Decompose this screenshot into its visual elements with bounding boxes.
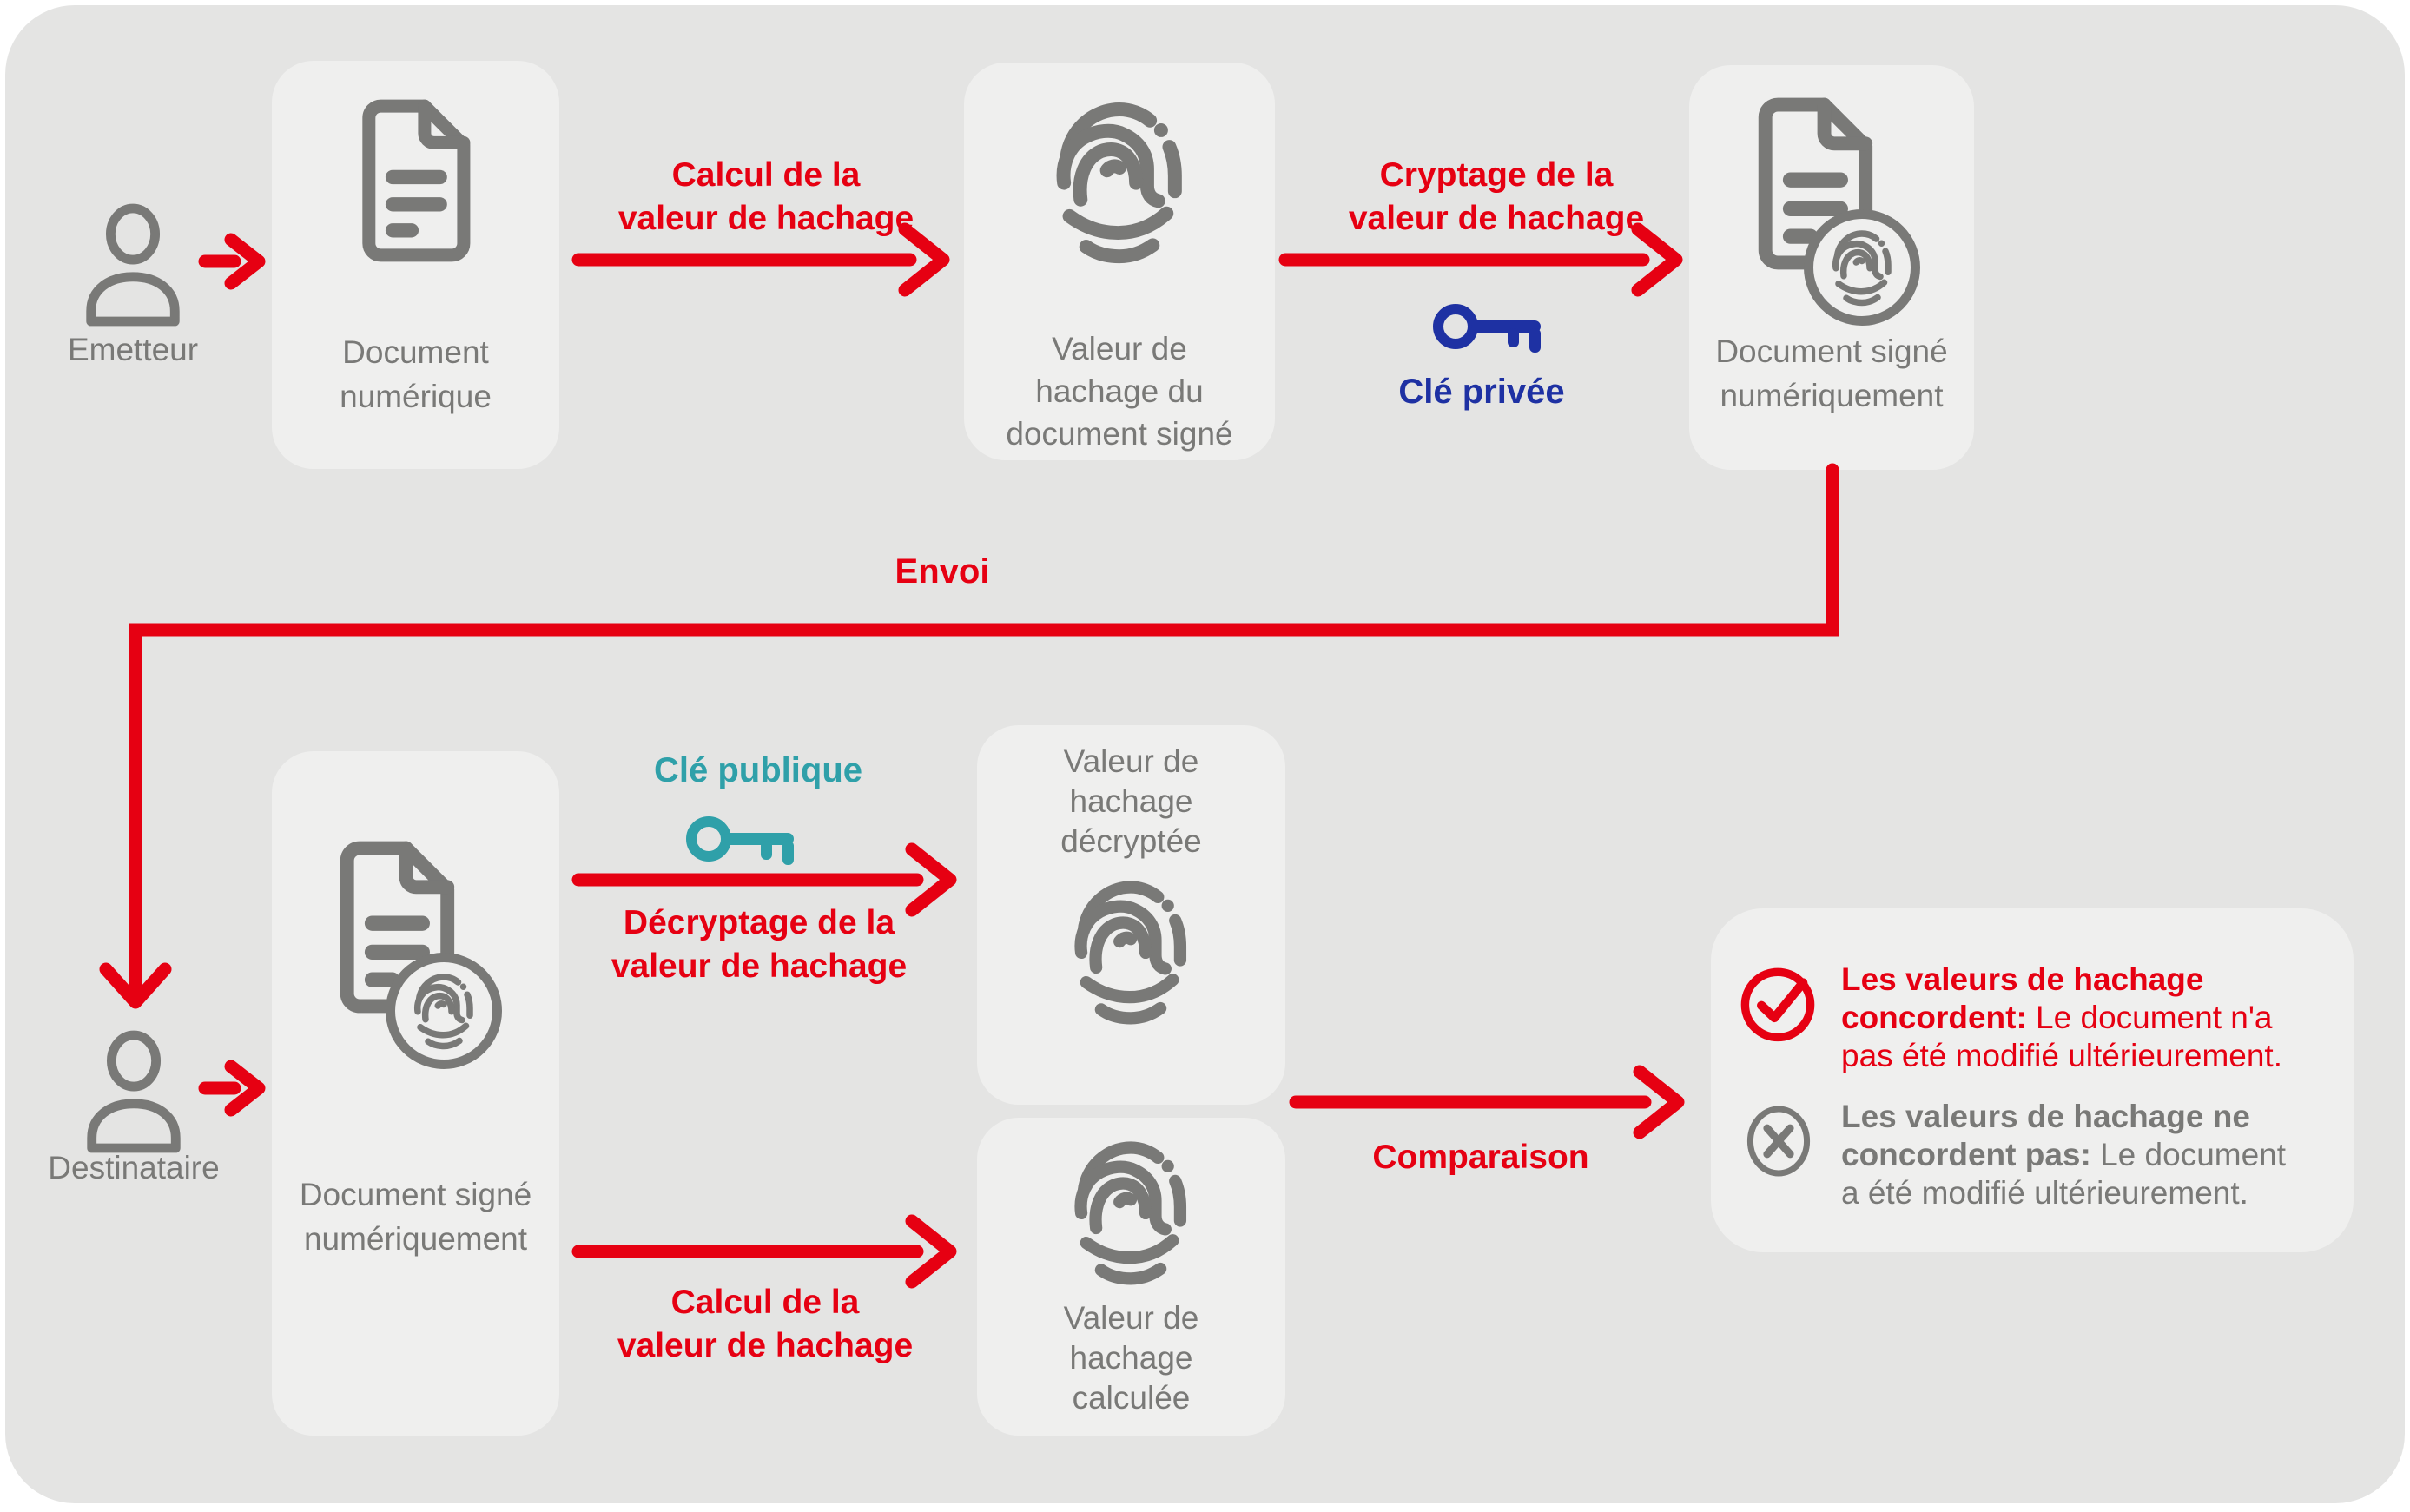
card-document-signe-top: Document signé numériquement bbox=[1689, 65, 1974, 470]
sender-label: Emetteur bbox=[67, 332, 199, 367]
result-line: Les valeurs de hachage bbox=[1841, 961, 2345, 999]
card-label-line: Valeur de bbox=[1063, 1300, 1199, 1336]
result-line: pas été modifié ultérieurement. bbox=[1841, 1037, 2345, 1075]
signed-document-icon bbox=[1745, 95, 1920, 326]
card-label: Document numérique bbox=[272, 330, 559, 419]
result-line: a été modifié ultérieurement. bbox=[1841, 1174, 2345, 1212]
label-line: valeur de hachage bbox=[617, 200, 914, 237]
arrow-decryptage-hachage bbox=[571, 842, 957, 917]
result-match-text: Les valeurs de hachage concordent: Le do… bbox=[1841, 961, 2345, 1075]
arrow-calcul-hachage-top bbox=[571, 222, 950, 297]
card-label-line: hachage bbox=[1069, 1340, 1193, 1376]
label-line: valeur de hachage bbox=[1348, 200, 1645, 237]
card-label-line: décryptée bbox=[1060, 823, 1202, 859]
label-calcul-hachage-top: Calcul de la valeur de hachage bbox=[592, 154, 940, 241]
result-mismatch-bold: Les valeurs de hachage ne bbox=[1841, 1099, 2250, 1134]
recipient-actor: Destinataire bbox=[48, 1028, 220, 1185]
result-match-bold: Les valeurs de hachage bbox=[1841, 961, 2204, 997]
label-cryptage-hachage: Cryptage de la valeur de hachage bbox=[1323, 154, 1670, 241]
result-match-rest: Le document n'a bbox=[2026, 1000, 2273, 1035]
check-circle-icon bbox=[1737, 962, 1819, 1044]
card-label: Valeur de hachage calculée bbox=[977, 1298, 1285, 1418]
card-label: Document signé numériquement bbox=[272, 1172, 559, 1261]
arrow-sender-to-document bbox=[198, 233, 266, 290]
card-label-line: numérique bbox=[340, 379, 492, 414]
x-circle-icon bbox=[1740, 1103, 1817, 1179]
card-label-line: Valeur de bbox=[1052, 331, 1187, 366]
card-label: Valeur de hachage décryptée bbox=[977, 742, 1285, 862]
arrow-cryptage-hachage bbox=[1278, 222, 1683, 297]
label-line: Décryptage de la bbox=[623, 904, 895, 941]
person-icon bbox=[76, 1028, 191, 1155]
card-label-line: hachage bbox=[1069, 783, 1193, 819]
arrow-comparaison bbox=[1289, 1065, 1685, 1139]
fingerprint-icon bbox=[410, 968, 478, 1053]
card-valeur-hachage-calculee: Valeur de hachage calculée bbox=[977, 1118, 1285, 1436]
result-line: Les valeurs de hachage ne bbox=[1841, 1098, 2345, 1136]
envoi-connector-arrow bbox=[99, 463, 1839, 1009]
label-line: Calcul de la bbox=[671, 156, 861, 194]
card-label-line: numériquement bbox=[303, 1221, 528, 1257]
card-label-line: calculée bbox=[1072, 1380, 1191, 1416]
card-label-line: Valeur de bbox=[1063, 743, 1199, 779]
fingerprint-icon bbox=[1061, 1132, 1200, 1292]
label-decryptage-hachage: Décryptage de la valeur de hachage bbox=[585, 901, 933, 988]
card-valeur-hachage-document-signe: Valeur de hachage du document signé bbox=[964, 63, 1275, 460]
person-icon bbox=[76, 201, 190, 328]
document-icon bbox=[350, 94, 480, 267]
label-line: Calcul de la bbox=[670, 1284, 860, 1321]
label-line: Cryptage de la bbox=[1379, 156, 1614, 194]
card-label-line: document signé bbox=[1006, 416, 1233, 452]
label-comparaison: Comparaison bbox=[1372, 1139, 1589, 1176]
card-label: Document signé numériquement bbox=[1689, 329, 1974, 418]
signed-document-icon bbox=[327, 838, 502, 1069]
card-label-line: Document bbox=[342, 334, 489, 370]
arrow-calcul-hachage-bottom bbox=[571, 1214, 957, 1289]
sender-actor: Emetteur bbox=[68, 201, 198, 367]
envoi-label: Envoi bbox=[895, 552, 990, 591]
private-key-icon bbox=[1433, 297, 1546, 356]
card-valeur-hachage-decryptee: Valeur de hachage décryptée bbox=[977, 725, 1285, 1105]
card-comparison-results: Les valeurs de hachage concordent: Le do… bbox=[1711, 908, 2354, 1252]
card-document-signe-bottom: Document signé numériquement bbox=[272, 751, 559, 1436]
fingerprint-icon bbox=[1047, 91, 1192, 272]
card-document-numerique: Document numérique bbox=[272, 61, 559, 469]
result-mismatch-rest: a été modifié ultérieurement. bbox=[1841, 1175, 2248, 1211]
result-mismatch-text: Les valeurs de hachage ne concordent pas… bbox=[1841, 1098, 2345, 1212]
label-line: valeur de hachage bbox=[617, 1327, 914, 1364]
fingerprint-icon bbox=[1828, 225, 1896, 310]
card-label-line: hachage du bbox=[1035, 373, 1204, 409]
fingerprint-icon bbox=[1061, 871, 1200, 1032]
public-key-label: Clé publique bbox=[654, 751, 862, 789]
result-match-rest: pas été modifié ultérieurement. bbox=[1841, 1038, 2282, 1073]
fingerprint-badge bbox=[386, 953, 502, 1069]
fingerprint-badge bbox=[1804, 209, 1920, 326]
card-label: Valeur de hachage du document signé bbox=[964, 327, 1275, 455]
card-label-line: Document signé bbox=[299, 1177, 532, 1212]
label-calcul-hachage-bottom: Calcul de la valeur de hachage bbox=[591, 1281, 939, 1368]
private-key-label: Clé privée bbox=[1398, 373, 1565, 411]
card-label-line: numériquement bbox=[1720, 378, 1944, 413]
result-match-bold: concordent: bbox=[1841, 1000, 2027, 1035]
arrow-recipient-to-document bbox=[198, 1060, 266, 1117]
result-mismatch-bold: concordent pas: bbox=[1841, 1137, 2091, 1172]
result-line: concordent: Le document n'a bbox=[1841, 999, 2345, 1037]
label-line: valeur de hachage bbox=[611, 947, 908, 985]
result-mismatch-rest: Le document bbox=[2090, 1137, 2287, 1172]
card-label-line: Document signé bbox=[1715, 333, 1948, 369]
result-line: concordent pas: Le document bbox=[1841, 1136, 2345, 1174]
recipient-label: Destinataire bbox=[48, 1150, 220, 1185]
